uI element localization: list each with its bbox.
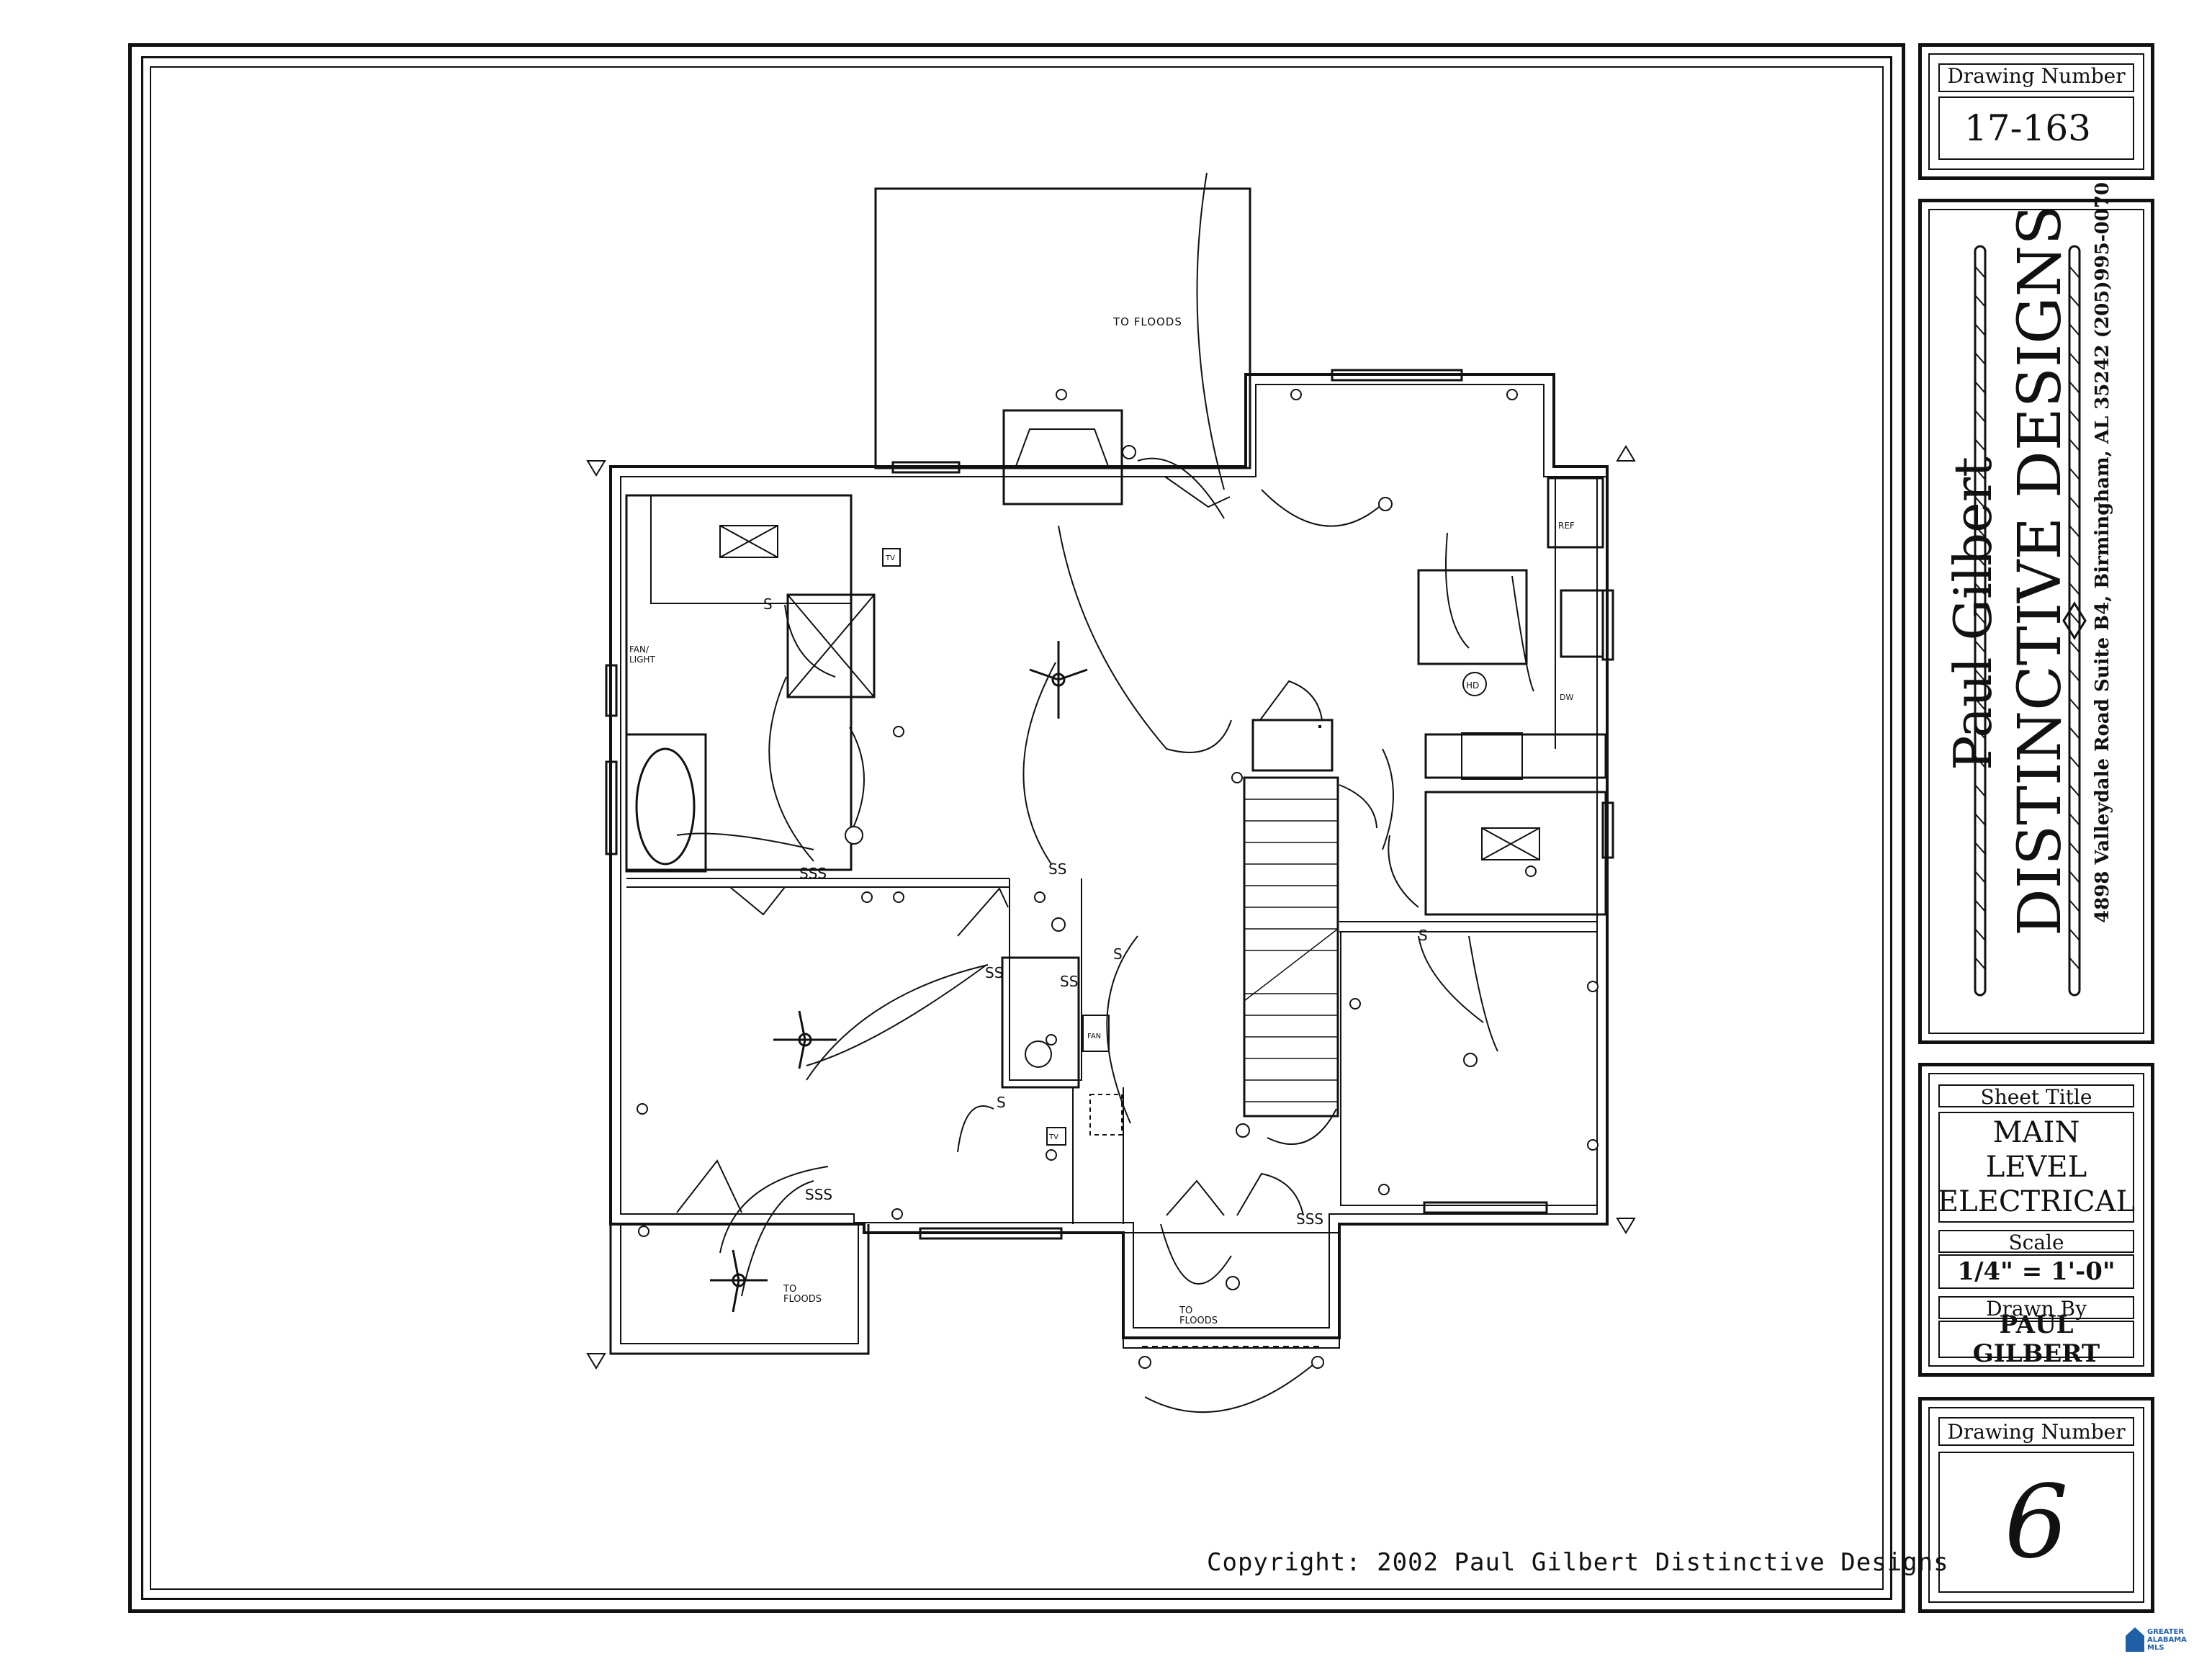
switch-label: S [1419, 927, 1428, 944]
switch-2-label: SS [985, 964, 1003, 981]
switch-2-label: SS [1048, 860, 1066, 878]
switch-3-label: SSS [1296, 1210, 1323, 1228]
sheet-title-label: Sheet Title [1938, 1084, 2134, 1109]
scale-value: 1/4" = 1'-0" [1938, 1254, 2134, 1289]
firm-name-1: Paul Gilbert [1943, 456, 2003, 770]
mls-watermark: GREATER ALABAMA MLS [2126, 1624, 2202, 1655]
firm-box [1918, 199, 2154, 1044]
drawing-number-box [1918, 43, 2154, 180]
drawing-innermost-border [150, 66, 1884, 1590]
copyright-text: Copyright: 2002 Paul Gilbert Distinctive… [1207, 1548, 1949, 1577]
note-tv-2: TV [1048, 1133, 1058, 1141]
house-icon [2126, 1627, 2144, 1652]
watermark-line1: GREATER [2147, 1627, 2185, 1636]
firm-name-2: DISTINCTIVE DESIGNS [2006, 204, 2074, 936]
drawing-number-label: Drawing Number [1938, 63, 2134, 92]
note-to-floods-center-2: FLOODS [1179, 1316, 1218, 1326]
firm-ornament [1974, 245, 2087, 997]
drawing-number-value: 17-163 [1938, 96, 2134, 160]
switch-3-label: SSS [805, 1186, 832, 1203]
sheet-info-inner [1928, 1073, 2144, 1367]
switch-3-label: SSS [799, 865, 827, 882]
note-fan-light-2: LIGHT [629, 655, 656, 665]
drawn-by-value: PAUL GILBERT [1938, 1310, 2134, 1368]
mls-watermark-text: GREATER ALABAMA MLS [2147, 1628, 2187, 1652]
sheet-number-value: 6 [1938, 1452, 2134, 1593]
rear-deck-outline [874, 187, 1251, 469]
scale-label: Scale [1938, 1230, 2134, 1254]
note-ref: REF [1558, 521, 1575, 531]
note-fan: FAN [1087, 1033, 1101, 1040]
firm-inner [1928, 209, 2144, 1034]
watermark-line3: MLS [2147, 1643, 2164, 1652]
drawing-number-inner [1928, 53, 2144, 170]
sheet-title-value: MAIN LEVEL ELECTRICAL [1937, 1112, 2136, 1223]
note-to-floods-top: TO FLOODS [1112, 315, 1182, 328]
switch-label: S [997, 1094, 1006, 1111]
switch-label: S [1113, 945, 1123, 963]
drawing-inner-border [141, 56, 1892, 1600]
sheet-title-line2: ELECTRICAL [1937, 1185, 2136, 1218]
note-hd: HD [1466, 680, 1479, 691]
note-to-floods-left-2: FLOODS [783, 1294, 822, 1305]
drawn-by-label: Drawn By [1938, 1296, 2134, 1321]
drawing-outer-border [128, 43, 1905, 1613]
sheet-number-box [1918, 1397, 2154, 1613]
sheet-title-line1: MAIN LEVEL [1985, 1116, 2087, 1184]
note-to-floods-left-1: TO [783, 1284, 796, 1295]
sheet-info-box [1918, 1063, 2154, 1377]
firm-address: 4898 Valleydale Road Suite B4, Birmingha… [2092, 181, 2113, 923]
watermark-line2: ALABAMA [2147, 1635, 2187, 1644]
sheet-number-label: Drawing Number [1938, 1417, 2134, 1446]
note-tv-1: TV [885, 554, 895, 562]
switch-label: S [763, 595, 773, 613]
note-dw: DW [1560, 693, 1573, 702]
switch-2-label: SS [1060, 973, 1078, 990]
sheet-number-inner [1928, 1407, 2144, 1603]
note-fan-light-1: FAN/ [629, 644, 649, 655]
note-to-floods-center-1: TO [1179, 1305, 1192, 1316]
